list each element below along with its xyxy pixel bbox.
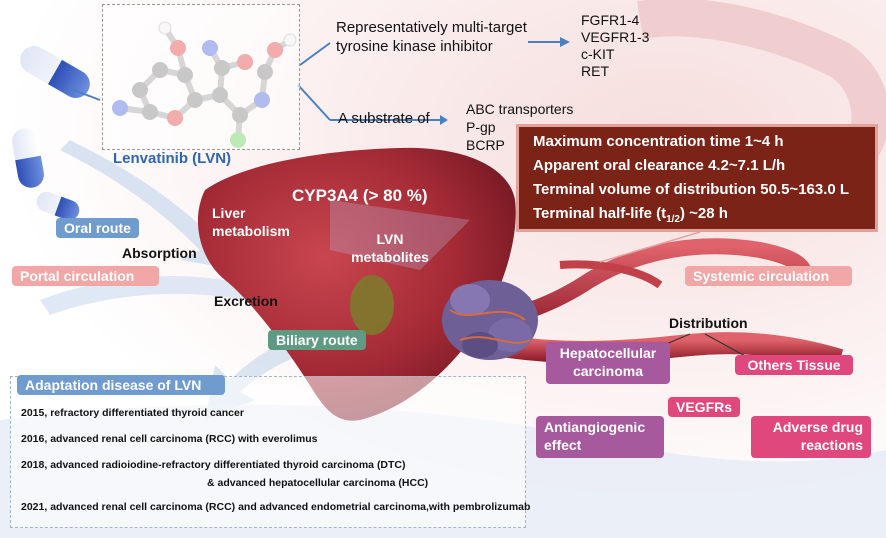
target-item: VEGFR1-3: [581, 29, 650, 45]
pk-line: Maximum concentration time 1~4 h: [533, 133, 784, 150]
molecule-frame: [102, 4, 300, 150]
capsule-icon: [12, 128, 44, 188]
capsule-icon: [20, 46, 90, 98]
adverse-reactions-badge: Adverse drug reactions: [751, 416, 871, 458]
molecule-caption: Lenvatinib (LVN): [113, 150, 232, 167]
adverse-reactions-line: reactions: [800, 437, 863, 453]
vegfrs-badge: VEGFRs: [668, 397, 741, 417]
disease-item: 2021, advanced renal cell carcinoma (RCC…: [21, 501, 531, 513]
absorption-flow-arrow: [60, 140, 240, 270]
arrowhead: [560, 37, 570, 47]
pk-line: Terminal volume of distribution 50.5~163…: [533, 181, 850, 198]
metabolites-line: LVN: [376, 231, 404, 247]
transporter-list: ABC transporters P-gp BCRP: [466, 100, 573, 154]
disease-item: 2016, advanced renal cell carcinoma (RCC…: [21, 433, 318, 445]
connector-line: [704, 333, 746, 357]
cyp-label: CYP3A4 (> 80 %): [292, 186, 428, 205]
capsule-icon: [36, 191, 80, 221]
absorption-label: Absorption: [122, 245, 197, 261]
vessel-lower: [467, 329, 844, 371]
hcc-line: carcinoma: [572, 363, 644, 379]
connector-line: [299, 42, 331, 66]
hcc-badge: Hepatocellular carcinoma: [546, 342, 670, 384]
portal-circulation-badge: Portal circulation: [12, 266, 159, 286]
connector-line: [67, 87, 101, 101]
target-item: c-KIT: [581, 46, 615, 62]
inhibitor-title-line: tyrosine kinase inhibitor: [336, 38, 493, 55]
disease-item: & advanced hepatocellular carcinoma (HCC…: [207, 477, 429, 489]
others-tissue-badge: Others Tissue: [735, 355, 853, 375]
biliary-route-badge: Biliary route: [268, 330, 366, 350]
liver-metabolism-line: Liver: [212, 205, 246, 221]
connector-line: [297, 84, 331, 121]
transporter-item: BCRP: [466, 137, 505, 153]
arrowhead: [440, 115, 448, 125]
hcc-line: Hepatocellular: [559, 345, 657, 361]
transporter-item: P-gp: [466, 119, 496, 135]
adverse-reactions-line: Adverse drug: [772, 419, 863, 435]
adaptation-disease-box: Adaptation disease of LVN 2015, refracto…: [10, 375, 530, 528]
systemic-circulation-badge: Systemic circulation: [685, 266, 852, 286]
vessel-branch: [559, 260, 663, 289]
distribution-label: Distribution: [669, 315, 748, 331]
excretion-label: Excretion: [214, 293, 278, 309]
oral-route-badge: Oral route: [56, 218, 139, 238]
pk-halflife-value: ) ~28 h: [679, 205, 728, 222]
liver-metabolism-label: Liver metabolism: [212, 204, 290, 240]
disease-item: 2018, advanced radioiodine-refractory di…: [21, 459, 406, 471]
metabolites-label: LVN metabolites: [340, 230, 440, 266]
pharmacokinetics-box: Maximum concentration time 1~4 h Apparen…: [516, 124, 878, 232]
gallbladder: [350, 275, 394, 335]
transporter-item: ABC transporters: [466, 101, 574, 117]
target-item: RET: [581, 63, 609, 79]
pk-line: Apparent oral clearance 4.2~7.1 L/h: [533, 157, 786, 174]
pk-halflife-subscript: 1/2: [666, 214, 680, 225]
antiangiogenic-badge: Antiangiogenic effect: [536, 416, 664, 458]
tumor-illustration: [442, 280, 538, 360]
target-item: FGFR1-4: [581, 12, 640, 28]
metabolite-panel: [330, 200, 470, 270]
adaptation-disease-title: Adaptation disease of LVN: [17, 375, 225, 395]
inhibitor-title: Representatively multi-target tyrosine k…: [336, 18, 527, 56]
antiangiogenic-line: effect: [544, 437, 582, 453]
pk-line: Terminal half-life (t1/2) ~28 h: [533, 205, 728, 225]
metabolites-line: metabolites: [351, 249, 429, 265]
liver-metabolism-line: metabolism: [212, 223, 290, 239]
connector-line: [599, 231, 701, 263]
disease-item: 2015, refractory differentiated thyroid …: [21, 407, 244, 419]
substrate-label: A substrate of: [338, 110, 430, 127]
antiangiogenic-line: Antiangiogenic: [544, 419, 646, 435]
pk-halflife-text: Terminal half-life (t: [533, 205, 667, 222]
inhibitor-title-line: Representatively multi-target: [336, 19, 527, 36]
